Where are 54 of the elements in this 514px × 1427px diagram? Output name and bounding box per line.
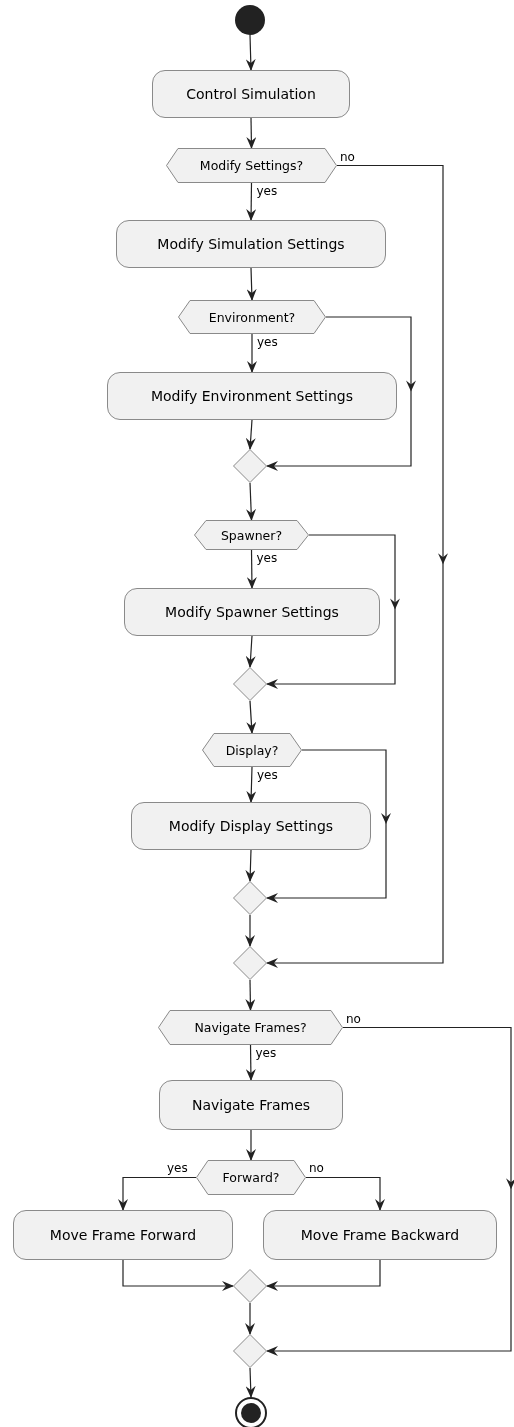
- merge-diamond: [233, 667, 267, 701]
- arrow: [118, 1176, 197, 1211]
- decision-hexagon: Navigate Frames?: [158, 1010, 343, 1045]
- action-box: Navigate Frames: [159, 1080, 343, 1130]
- action-box: Move Frame Forward: [13, 1210, 233, 1260]
- arrow: [266, 316, 416, 471]
- edge-label: yes: [255, 552, 279, 565]
- arrow: [246, 182, 257, 221]
- arrow: [245, 34, 256, 71]
- merge-diamond: [233, 1269, 267, 1303]
- arrow: [245, 1302, 255, 1335]
- action-box: Modify Display Settings: [131, 802, 371, 850]
- action-box: Modify Simulation Settings: [116, 220, 386, 268]
- arrow: [245, 914, 255, 947]
- arrow: [246, 1129, 256, 1161]
- arrow: [246, 700, 257, 734]
- decision-hexagon: Forward?: [196, 1160, 306, 1195]
- arrow: [245, 1044, 256, 1081]
- arrow: [245, 979, 256, 1011]
- arrow: [246, 267, 257, 301]
- start-node: [235, 5, 265, 35]
- arrow: [246, 549, 257, 589]
- arrow: [305, 1176, 385, 1211]
- edge-label: yes: [256, 336, 279, 349]
- edge-label: yes: [256, 769, 279, 782]
- merge-diamond: [233, 449, 267, 483]
- edge-label: yes: [254, 1047, 278, 1060]
- arrow: [266, 534, 400, 689]
- arrow: [246, 766, 257, 803]
- arrow: [247, 333, 257, 373]
- arrow: [266, 749, 391, 903]
- arrow: [245, 635, 256, 668]
- arrow: [266, 164, 448, 968]
- action-box: Move Frame Backward: [263, 1210, 497, 1260]
- edge-label: yes: [255, 185, 279, 198]
- action-box: Control Simulation: [152, 70, 350, 118]
- decision-hexagon: Modify Settings?: [166, 148, 337, 183]
- merge-diamond: [233, 946, 267, 980]
- decision-hexagon: Display?: [202, 733, 302, 767]
- decision-hexagon: Spawner?: [194, 520, 309, 550]
- arrow: [266, 1259, 381, 1291]
- action-box: Modify Spawner Settings: [124, 588, 380, 636]
- merge-diamond: [233, 1334, 267, 1368]
- arrow: [245, 849, 256, 882]
- merge-diamond: [233, 881, 267, 915]
- arrow: [246, 117, 257, 149]
- arrow: [245, 1367, 256, 1398]
- decision-hexagon: Environment?: [178, 300, 326, 334]
- end-node: [235, 1397, 267, 1427]
- arrow: [245, 419, 256, 450]
- arrow: [122, 1259, 234, 1291]
- arrow: [246, 482, 257, 521]
- arrow: [266, 1026, 514, 1356]
- action-box: Modify Environment Settings: [107, 372, 397, 420]
